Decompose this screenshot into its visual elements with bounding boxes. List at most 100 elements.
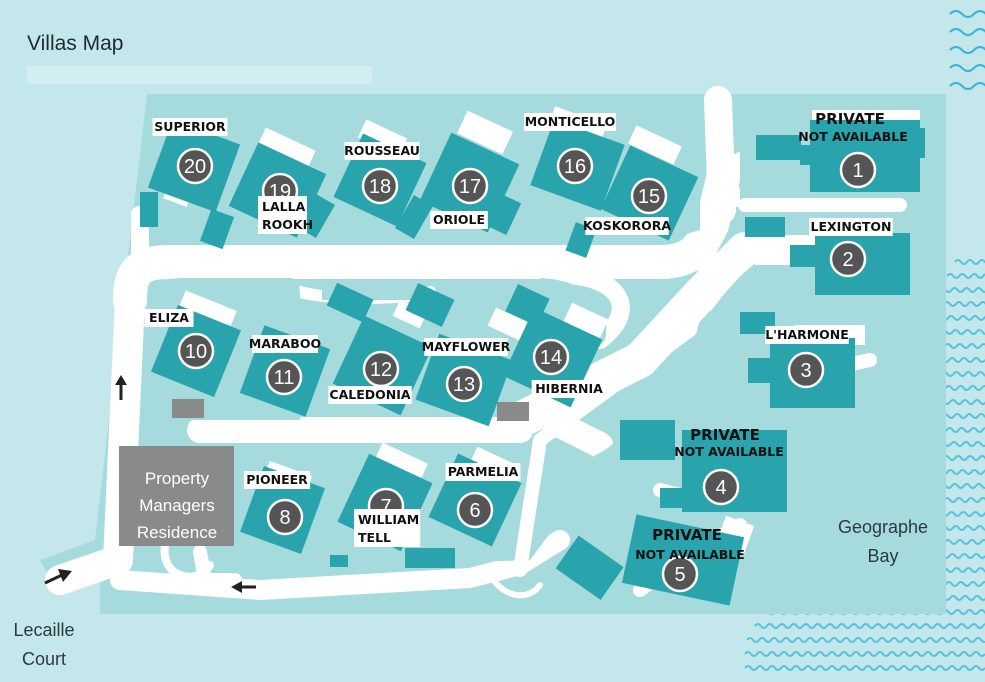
- villa-19-name-line-2: ROOKH: [262, 217, 313, 232]
- villa-13-marker[interactable]: 13: [445, 365, 483, 403]
- villa-4-circle: [702, 468, 740, 506]
- villa-6-marker[interactable]: 6: [456, 491, 494, 529]
- villa-13-terrace: [487, 307, 533, 343]
- car-park-left: [172, 399, 204, 418]
- villa-15-label-bg: [585, 217, 669, 235]
- managers-label-1: Property: [145, 469, 210, 488]
- villa-16-number: 16: [564, 156, 586, 178]
- villa-20-number: 20: [184, 156, 206, 178]
- villa-18-number: 18: [369, 176, 391, 198]
- villa-3-name: L'HARMONE: [765, 327, 849, 342]
- car-park-right: [497, 402, 529, 421]
- villa-10-number: 10: [185, 341, 207, 363]
- property-managers-residence[interactable]: Property Managers Residence: [119, 446, 234, 546]
- villa-8-marker[interactable]: 8: [266, 498, 304, 536]
- villa-12-marker[interactable]: 12: [362, 350, 400, 388]
- villa-3-number: 3: [800, 360, 811, 382]
- villa-2-marker[interactable]: 2: [829, 240, 867, 278]
- court-label-2: Court: [22, 649, 66, 669]
- villa-15-circle: [630, 177, 668, 215]
- villa-11-name: MARABOO: [249, 336, 321, 351]
- arrow-left-icon: [231, 581, 256, 593]
- villa-17-terrace: [457, 110, 513, 155]
- villa-4-building: [660, 488, 690, 508]
- villa-14-label-bg: [531, 380, 607, 398]
- villa-1-marker[interactable]: 1: [839, 151, 877, 189]
- villa-14-terrace: [561, 302, 609, 343]
- villa-2-circle: [829, 240, 867, 278]
- villa-8-label-bg: [243, 471, 311, 489]
- villa-15-name: KOSKORORA: [583, 218, 671, 233]
- villa-14-marker[interactable]: 14: [532, 338, 570, 376]
- villa-20-label-bg: [152, 118, 228, 136]
- villa-7-number: 7: [380, 496, 391, 518]
- villa-6-label-bg: [445, 463, 521, 481]
- bay-label-2: Bay: [867, 546, 898, 566]
- villa-8-number: 8: [279, 507, 290, 529]
- villa-1-number: 1: [852, 160, 863, 182]
- villa-4-building: [760, 470, 787, 490]
- villa-12-name: CALEDONIA: [329, 387, 410, 402]
- villa-10-name: ELIZA: [149, 310, 189, 325]
- villa-13-label-bg: [424, 338, 508, 356]
- villa-17-marker[interactable]: 17: [451, 167, 489, 205]
- villa-17-circle: [451, 167, 489, 205]
- villa-10-marker[interactable]: 10: [177, 332, 215, 370]
- villa-12-label-bg: [328, 386, 412, 404]
- villa-11-label-bg: [251, 335, 319, 353]
- villa-13-name: MAYFLOWER: [422, 339, 511, 354]
- bay-label-1: Geographe: [838, 517, 928, 537]
- villa-16-label-bg: [524, 113, 616, 131]
- villa-6-circle: [456, 491, 494, 529]
- villa-15-marker[interactable]: 15: [630, 177, 668, 215]
- villa-17-name: ORIOLE: [433, 212, 485, 227]
- villa-4-marker[interactable]: 4: [702, 468, 740, 506]
- villa-5-status: PRIVATE: [652, 526, 722, 544]
- villa-4-availability: NOT AVAILABLE: [674, 444, 784, 459]
- villa-2-number: 2: [842, 249, 853, 271]
- villa-17-label-bg: [430, 211, 488, 229]
- managers-building: [119, 446, 234, 546]
- villa-14-circle: [532, 338, 570, 376]
- villa-20-name: SUPERIOR: [154, 119, 226, 134]
- villa-3-circle: [787, 351, 825, 389]
- villa-2-name: LEXINGTON: [811, 219, 892, 234]
- villa-11-number: 11: [274, 367, 295, 389]
- villa-17-number: 17: [459, 176, 481, 198]
- villa-7-name-line-2: TELL: [358, 530, 391, 545]
- villa-11-marker[interactable]: 11: [265, 358, 303, 396]
- villa-19-label-bg: [258, 196, 307, 234]
- villa-10-circle: [177, 332, 215, 370]
- villa-18-label-bg: [344, 142, 420, 160]
- villa-1-building: [905, 128, 925, 158]
- villa-10-label-bg: [144, 309, 194, 327]
- villa-18-marker[interactable]: 18: [361, 167, 399, 205]
- villa-1-status: PRIVATE: [815, 110, 885, 128]
- villa-14-name: HIBERNIA: [535, 381, 603, 396]
- managers-label-2: Managers: [139, 496, 215, 515]
- managers-label-3: Residence: [137, 523, 217, 542]
- villa-5-marker[interactable]: 5: [661, 555, 699, 593]
- villa-1-availability: NOT AVAILABLE: [798, 129, 908, 144]
- villa-3-label-bg: [765, 326, 849, 344]
- villa-18-name: ROUSSEAU: [344, 143, 420, 158]
- villa-2-building: [790, 245, 825, 267]
- villa-20-marker[interactable]: 20: [176, 147, 214, 185]
- villa-14-building: [505, 284, 550, 326]
- villa-16-marker[interactable]: 16: [556, 147, 594, 185]
- villa-15-terrace: [628, 125, 682, 165]
- villa-11-circle: [265, 358, 303, 396]
- villa-5-number: 5: [674, 564, 685, 586]
- villa-3-marker[interactable]: 3: [787, 351, 825, 389]
- villa-1-circle: [839, 151, 877, 189]
- villa-3-building: [748, 358, 778, 383]
- villa-1-building: [800, 145, 830, 165]
- villa-12-number: 12: [370, 359, 392, 381]
- villa-20-circle: [176, 147, 214, 185]
- court-label-1: Lecaille: [13, 620, 74, 640]
- villa-2-label-bg: [809, 218, 893, 236]
- villa-16-name: MONTICELLO: [525, 114, 616, 129]
